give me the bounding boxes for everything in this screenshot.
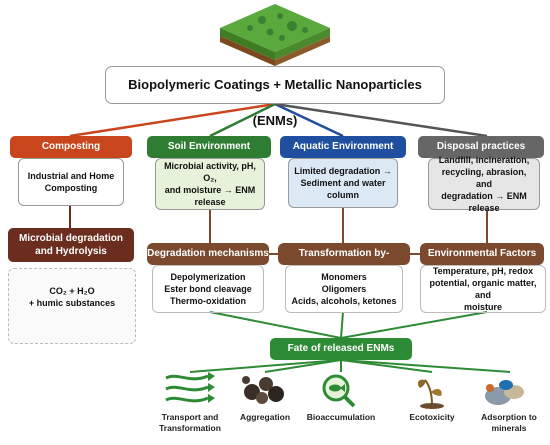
soil-environment-header: Soil Environment (147, 136, 271, 158)
aquatic-environment-description: Limited degradation → Sediment and water… (288, 158, 398, 208)
composting-description: Industrial and Home Composting (18, 158, 124, 206)
microbial-degradation-box: Microbial degradation and Hydrolysis (8, 228, 134, 262)
fate-header: Fate of released ENMs (270, 338, 412, 360)
wilting-plant-icon (417, 379, 444, 409)
aquatic-environment-header: Aquatic Environment (280, 136, 406, 158)
disposal-practices-description: Landfill, incineration, recycling, abras… (428, 155, 540, 213)
degradation-products: CO₂ + H₂O + humic substances (8, 268, 136, 344)
outcome-label-ecotoxicity: Ecotoxicity (409, 412, 455, 422)
outcome-label-adsorption: Adsorption to minerals (481, 412, 537, 433)
disposal-practices-header: Disposal practices (418, 136, 544, 158)
minerals-icon (485, 380, 524, 405)
transformation-byproducts-header: Transformation by-products (278, 243, 410, 281)
wind-flow-icon (165, 372, 215, 403)
soil-layer-icon (220, 4, 330, 66)
particle-cluster-icon (242, 376, 284, 404)
environmental-factors-header: Environmental Factors (420, 243, 544, 265)
environmental-factors-list: Temperature, pH, redox potential, organi… (420, 265, 546, 313)
soil-environment-description: Microbial activity, pH, O₂, and moisture… (155, 158, 265, 210)
transformation-byproducts-list: Monomers Oligomers Acids, alcohols, keto… (285, 265, 403, 313)
degradation-mechanisms-list: Depolymerization Ester bond cleavage The… (152, 265, 264, 313)
diagram-title: Biopolymeric Coatings + Metallic Nanopar… (105, 66, 445, 128)
fish-magnifier-icon (322, 374, 356, 408)
composting-header: Composting (10, 136, 132, 158)
degradation-mechanisms-header: Degradation mechanisms (147, 243, 269, 265)
outcome-label-transport: Transport and Transformation (159, 412, 221, 433)
outcome-label-aggregation: Aggregation (239, 412, 291, 422)
outcome-label-bioaccumulation: Bioaccumulation (306, 412, 376, 422)
